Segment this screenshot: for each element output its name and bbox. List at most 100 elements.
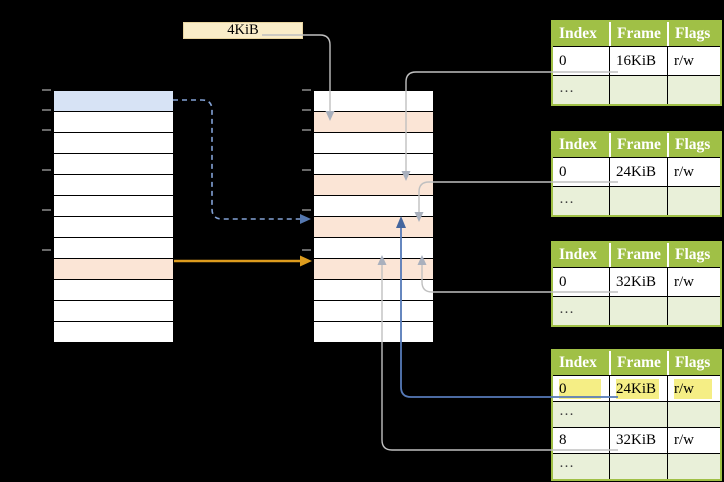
memory-cell-middle-1: [314, 111, 433, 132]
data-cell: …: [553, 187, 609, 215]
virtual-memory-column: [53, 90, 174, 343]
table-row: …: [553, 296, 720, 325]
cell-text: …: [559, 455, 574, 471]
data-cell: [609, 76, 667, 104]
data-cell: [609, 402, 667, 427]
data-cell: 24KiB: [609, 158, 667, 186]
header-cell: Index: [553, 133, 609, 157]
memory-cell-middle-11: [314, 321, 433, 342]
memory-cell-middle-10: [314, 300, 433, 321]
memory-cell-middle-5: [314, 195, 433, 216]
table-row: …: [553, 453, 720, 479]
cell-text: 0: [559, 52, 567, 69]
data-cell: r/w: [667, 428, 720, 453]
cell-text: …: [559, 80, 574, 96]
data-cell: 24KiB: [609, 376, 667, 401]
data-cell: 8: [553, 428, 609, 453]
data-cell: …: [553, 76, 609, 104]
memory-cell-left-11: [54, 321, 173, 342]
table-row: …: [553, 186, 720, 215]
data-cell: [609, 187, 667, 215]
data-cell: 0: [553, 158, 609, 186]
arrow-right-icon: [300, 214, 311, 224]
data-cell: 16KiB: [609, 47, 667, 75]
data-cell: r/w: [667, 376, 720, 401]
cell-text: 24KiB: [616, 378, 659, 399]
memory-cell-left-8: [54, 258, 173, 279]
page-size-label: 4KiB: [183, 22, 303, 39]
memory-cell-left-7: [54, 237, 173, 258]
memory-cell-left-10: [54, 300, 173, 321]
data-cell: [667, 297, 720, 325]
memory-cell-left-0: [54, 91, 173, 111]
memory-cell-left-6: [54, 216, 173, 237]
memory-cell-middle-0: [314, 91, 433, 111]
data-cell: …: [553, 402, 609, 427]
data-cell: r/w: [667, 47, 720, 75]
data-cell: 32KiB: [609, 428, 667, 453]
data-cell: 0: [553, 47, 609, 75]
header-cell: Frame: [609, 351, 667, 375]
memory-cell-middle-2: [314, 132, 433, 153]
cell-text: 24KiB: [616, 163, 657, 180]
data-cell: …: [553, 454, 609, 479]
cell-text: 8: [559, 432, 567, 448]
header-cell: Flags: [667, 22, 720, 46]
memory-cell-middle-4: [314, 174, 433, 195]
table-row: 0 24KiB r/w: [553, 157, 720, 186]
header-cell: Index: [553, 243, 609, 267]
cell-text: r/w: [674, 52, 694, 69]
header-cell: Frame: [609, 22, 667, 46]
data-cell: 32KiB: [609, 268, 667, 296]
header-cell: Flags: [667, 351, 720, 375]
header-cell: Index: [553, 351, 609, 375]
data-cell: [667, 187, 720, 215]
memory-cell-middle-8: [314, 258, 433, 279]
header-cell: Flags: [667, 243, 720, 267]
memory-cell-left-3: [54, 153, 173, 174]
table-row: …: [553, 401, 720, 427]
data-cell: …: [553, 297, 609, 325]
header-cell: Index: [553, 22, 609, 46]
memory-cell-left-4: [54, 174, 173, 195]
data-cell: [609, 297, 667, 325]
table-row: 8 32KiB r/w: [553, 427, 720, 453]
memory-cell-middle-9: [314, 279, 433, 300]
data-cell: 0: [553, 376, 609, 401]
memory-cell-middle-7: [314, 237, 433, 258]
memory-cell-left-1: [54, 111, 173, 132]
table-row: …: [553, 75, 720, 104]
header-cell: Frame: [609, 243, 667, 267]
cell-text: r/w: [674, 432, 694, 448]
memory-cell-left-9: [54, 279, 173, 300]
cell-text: 16KiB: [616, 52, 657, 69]
cell-text: 0: [559, 163, 567, 180]
header-cell: Frame: [609, 133, 667, 157]
data-cell: r/w: [667, 268, 720, 296]
cell-text: r/w: [674, 163, 694, 180]
memory-cell-left-2: [54, 132, 173, 153]
page-size-text: 4KiB: [227, 22, 259, 38]
table-row: 0 16KiB r/w: [553, 46, 720, 75]
memory-cell-middle-6: [314, 216, 433, 237]
cell-text: r/w: [674, 378, 712, 399]
cell-text: …: [559, 191, 574, 207]
cell-text: …: [559, 403, 574, 419]
cell-text: …: [559, 301, 574, 317]
data-cell: r/w: [667, 158, 720, 186]
data-cell: [667, 76, 720, 104]
cell-text: 32KiB: [616, 273, 657, 290]
connector-virtual-to-frame-dashed: [173, 99, 300, 220]
table-row: 0 24KiB r/w: [553, 375, 720, 401]
cell-text: 32KiB: [616, 432, 657, 448]
memory-cell-middle-3: [314, 153, 433, 174]
